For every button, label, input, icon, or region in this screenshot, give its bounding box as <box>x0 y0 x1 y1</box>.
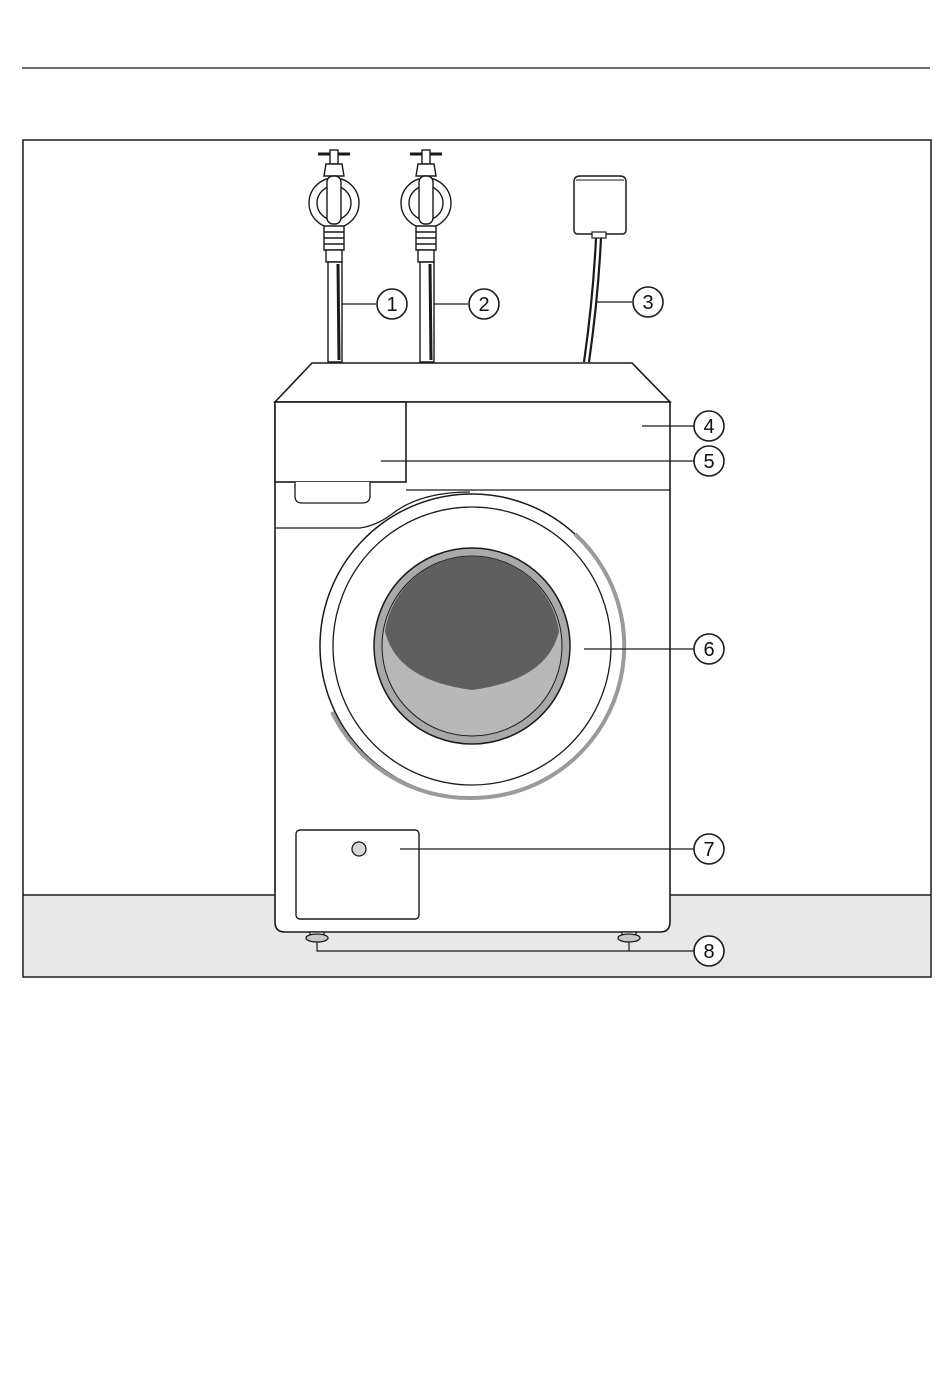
svg-text:8: 8 <box>703 941 714 963</box>
water-inlet-hose-hot <box>420 262 434 362</box>
machine-door <box>320 494 624 798</box>
svg-text:7: 7 <box>703 839 714 861</box>
svg-text:1: 1 <box>386 294 397 316</box>
svg-text:2: 2 <box>478 294 489 316</box>
callout-3: 3 <box>633 287 663 317</box>
callout-5: 5 <box>694 446 724 476</box>
svg-text:5: 5 <box>703 451 714 473</box>
power-socket-icon <box>574 176 626 238</box>
callout-4: 4 <box>694 411 724 441</box>
svg-text:4: 4 <box>703 416 714 438</box>
callout-7: 7 <box>694 834 724 864</box>
callout-6: 6 <box>694 634 724 664</box>
callout-8: 8 <box>694 936 724 966</box>
callout-2: 2 <box>469 289 499 319</box>
water-inlet-hose-cold <box>328 262 342 362</box>
detergent-drawer <box>275 402 406 482</box>
service-flap <box>296 830 419 919</box>
svg-text:6: 6 <box>703 639 714 661</box>
svg-text:3: 3 <box>642 292 653 314</box>
callout-1: 1 <box>377 289 407 319</box>
